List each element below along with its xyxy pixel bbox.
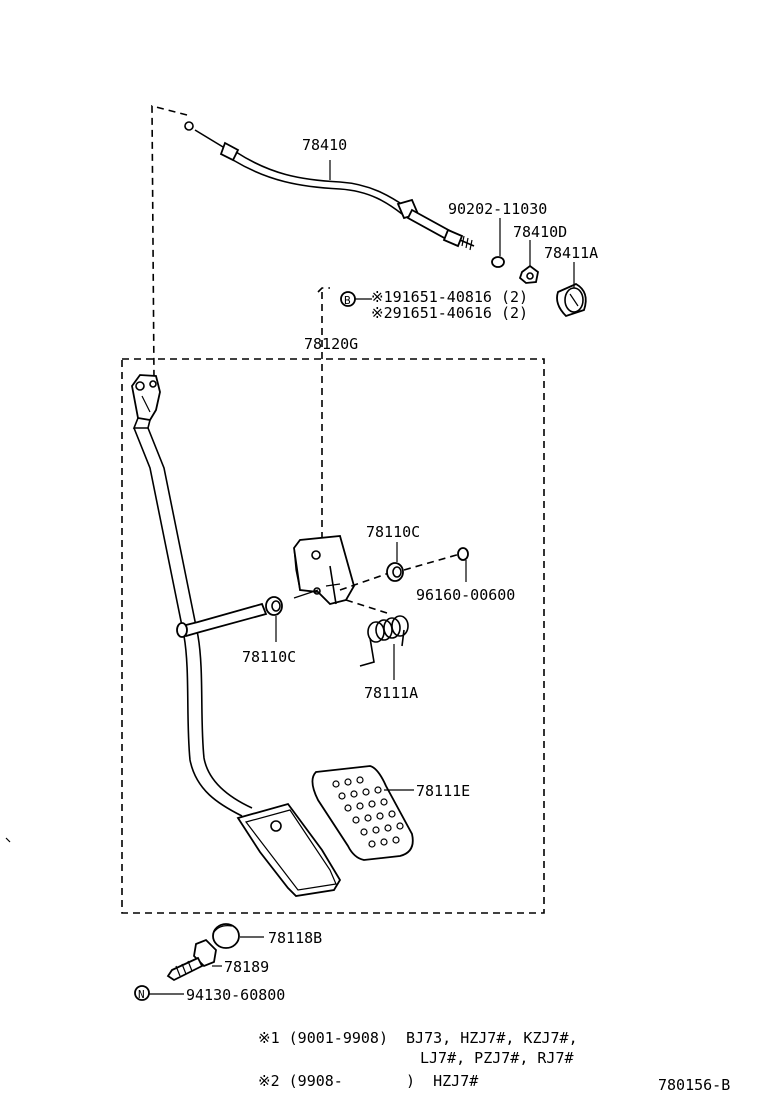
note-1-line-2: LJ7#, PZJ7#, RJ7# [420, 1049, 574, 1067]
label-78411A: 78411A [544, 244, 598, 262]
bracket [293, 535, 355, 605]
assembly-box [121, 358, 545, 914]
bushing-lower-icon [265, 596, 283, 616]
alignment-line-washer [403, 553, 461, 571]
label-78110C-lower: 78110C [242, 648, 296, 666]
alignment-line-spring [345, 599, 391, 615]
label-94130-60800: 94130-60800 [186, 986, 285, 1004]
label-bolt-a: ※191651-40816 (2) [371, 288, 528, 306]
alignment-line-bolt [317, 287, 330, 293]
label-78410D: 78410D [513, 223, 567, 241]
diagram-code: 780156-B [658, 1076, 730, 1094]
cap-icon [556, 282, 587, 318]
alignment-line-cable [151, 104, 188, 381]
pedal-arm [131, 374, 253, 817]
badge-n-letter: N [138, 988, 145, 1001]
label-78410: 78410 [302, 136, 347, 154]
washer-icon [457, 547, 469, 561]
bracket-bolt-head [313, 587, 321, 595]
edge-mark [5, 837, 11, 843]
badge-b-letter: B [344, 294, 351, 307]
label-78111A: 78111A [364, 684, 418, 702]
alignment-line-bushing [339, 571, 393, 591]
label-78110C-upper: 78110C [366, 523, 420, 541]
label-78189: 78189 [224, 958, 269, 976]
nut-icon [491, 256, 505, 268]
label-78120G: 78120G [304, 335, 358, 353]
label-78111E: 78111E [416, 782, 470, 800]
bushing-upper-icon [386, 562, 404, 582]
label-78118B: 78118B [268, 929, 322, 947]
accelerator-cable [184, 121, 475, 251]
note-2: ※2 (9908- ) HZJ7# [258, 1072, 478, 1090]
label-bolt-b: ※291651-40616 (2) [371, 304, 528, 322]
stopper-icon [212, 923, 240, 949]
screw-icon [166, 938, 217, 982]
label-90202-11030: 90202-11030 [448, 200, 547, 218]
pedal-plate [236, 802, 342, 897]
clip-icon [518, 264, 539, 284]
note-1-line-1: ※1 (9001-9908) BJ73, HZJ7#, KZJ7#, [258, 1029, 578, 1047]
badge-n-icon [134, 985, 150, 1001]
spring-icon [359, 615, 409, 667]
pedal-pad-icon [311, 765, 414, 861]
label-96160-00600: 96160-00600 [416, 586, 515, 604]
pivot-shaft [176, 602, 268, 638]
